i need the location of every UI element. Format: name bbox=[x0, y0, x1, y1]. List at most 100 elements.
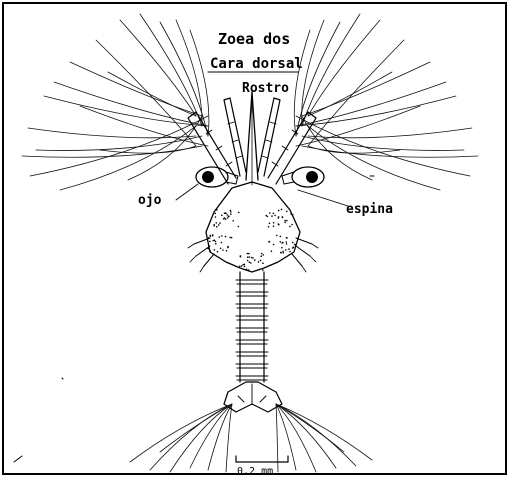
stipple-dot bbox=[230, 210, 232, 212]
stipple-dot bbox=[216, 209, 218, 211]
stipple-dot bbox=[246, 269, 248, 271]
right-seta bbox=[302, 14, 360, 126]
stipple-dot bbox=[292, 242, 294, 244]
stipple-dot bbox=[209, 241, 211, 243]
stipple-dot bbox=[217, 251, 219, 253]
stipple-dot bbox=[273, 222, 275, 224]
stipple-dot bbox=[290, 213, 292, 215]
stipple-dot bbox=[286, 211, 288, 213]
title-line-2: Cara dorsal bbox=[210, 56, 303, 72]
stipple-dot bbox=[221, 215, 223, 217]
right-seta bbox=[294, 30, 310, 136]
left-antenna-setae bbox=[22, 14, 209, 190]
stipple-dot bbox=[240, 256, 242, 258]
stipple-dot bbox=[278, 224, 280, 226]
stipple-dot bbox=[262, 262, 264, 264]
stipple-dot bbox=[230, 211, 232, 213]
stipple-dot bbox=[280, 252, 282, 254]
stipple-dot bbox=[219, 236, 221, 238]
stipple-dot bbox=[227, 214, 229, 216]
stipple-dot bbox=[289, 251, 291, 253]
stipple-dot bbox=[244, 266, 246, 268]
stipple-dot bbox=[249, 261, 251, 263]
scale-label: 0.2 mm bbox=[237, 466, 273, 477]
left-seta bbox=[100, 146, 196, 153]
left-seta bbox=[30, 116, 208, 176]
left-antennae bbox=[188, 98, 246, 184]
abdomen-segment bbox=[236, 340, 268, 344]
right-seta bbox=[296, 96, 456, 126]
right-seta bbox=[302, 62, 430, 116]
stipple-dot bbox=[289, 226, 291, 228]
telson-seta bbox=[150, 404, 232, 470]
stipple-dot bbox=[274, 215, 276, 217]
stipple-dot bbox=[221, 235, 223, 237]
stipple-dot bbox=[260, 255, 262, 257]
stipple-dot bbox=[281, 209, 283, 211]
stipple-dot bbox=[286, 243, 288, 245]
maxillipeds bbox=[188, 238, 318, 272]
spine-label: espina bbox=[346, 202, 393, 217]
stipple-dot bbox=[239, 266, 241, 268]
stipple-dot bbox=[241, 265, 243, 267]
stipple-dot bbox=[282, 217, 284, 219]
stipple-dot bbox=[224, 212, 226, 214]
stipple-dot bbox=[215, 243, 217, 245]
stipple-dot bbox=[286, 237, 288, 239]
stipple-dot bbox=[258, 261, 260, 263]
left-seta bbox=[176, 20, 202, 126]
abdomen-segments bbox=[236, 272, 268, 382]
stipple-dot bbox=[209, 250, 211, 252]
stipple-dot bbox=[282, 251, 284, 253]
stipple-dot bbox=[225, 218, 227, 220]
right-seta bbox=[308, 126, 440, 190]
stipple-dot bbox=[281, 242, 283, 244]
stipple-dot bbox=[244, 264, 246, 266]
stipple-dot bbox=[273, 244, 275, 246]
stipple-dot bbox=[265, 215, 267, 217]
stipple-dot bbox=[247, 253, 249, 255]
scale-bar bbox=[236, 456, 288, 462]
stipple-dot bbox=[284, 220, 286, 222]
abdomen-segment bbox=[236, 364, 268, 368]
rostrum-label: Rostro bbox=[242, 81, 289, 96]
stipple-dot bbox=[268, 241, 270, 243]
stipple-dot bbox=[294, 244, 296, 246]
stipple-dot bbox=[238, 226, 240, 228]
stipple-dot bbox=[281, 247, 283, 249]
stipple-dot bbox=[292, 214, 294, 216]
right-seta bbox=[296, 22, 340, 136]
stipple-dot bbox=[214, 249, 216, 251]
stipple-dot bbox=[215, 216, 217, 218]
stipple-dot bbox=[254, 259, 256, 261]
stipple-dot bbox=[280, 236, 282, 238]
scan-artifacts bbox=[14, 176, 374, 462]
stipple-dot bbox=[221, 242, 223, 244]
stipple-dot bbox=[271, 215, 273, 217]
stipple-dot bbox=[228, 215, 230, 217]
stipple-dot bbox=[260, 260, 262, 262]
eye-leader-line bbox=[176, 184, 198, 200]
stipple-dot bbox=[213, 225, 215, 227]
spine-leader-line bbox=[298, 190, 348, 206]
stipple-dot bbox=[284, 222, 286, 224]
stipple-dot bbox=[288, 248, 290, 250]
stipple-dot bbox=[231, 237, 233, 239]
stipple-dot bbox=[285, 249, 287, 251]
stipple-dot bbox=[273, 213, 275, 215]
stipple-dot bbox=[229, 237, 231, 239]
left-seta bbox=[140, 14, 202, 126]
stipple-dot bbox=[238, 212, 240, 214]
stipple-dot bbox=[262, 254, 264, 256]
stipple-dot bbox=[219, 222, 221, 224]
left-seta bbox=[96, 40, 196, 146]
right-antenna-setae bbox=[294, 14, 478, 190]
stipple-dot bbox=[249, 256, 251, 258]
left-seta bbox=[70, 62, 202, 116]
abdomen-outline bbox=[240, 272, 264, 382]
left-seta bbox=[28, 128, 196, 138]
stipple-dot bbox=[252, 257, 254, 259]
stipple-dot bbox=[283, 252, 285, 254]
stipple-dot bbox=[227, 246, 229, 248]
